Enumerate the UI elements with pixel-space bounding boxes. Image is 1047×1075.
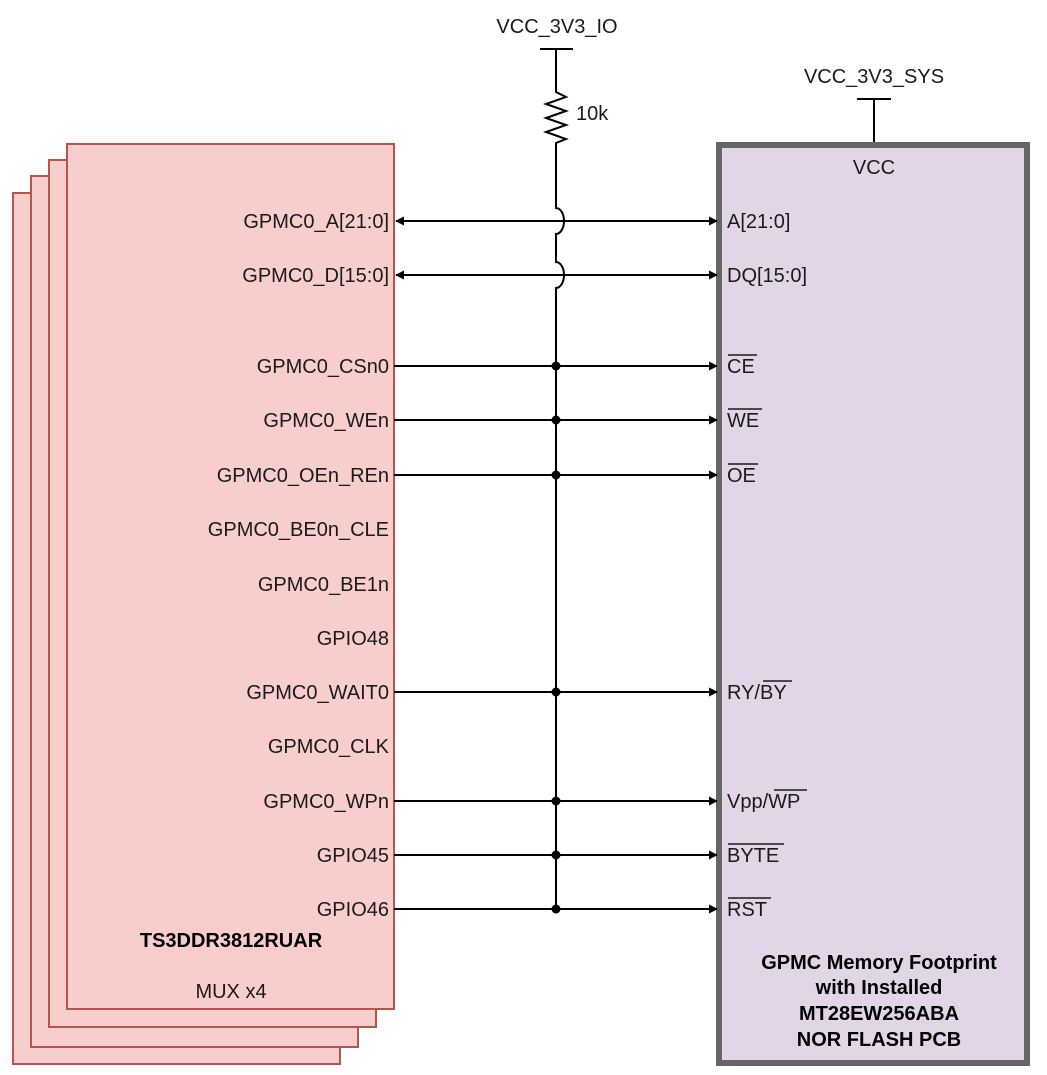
vcc-io-label: VCC_3V3_IO [496,16,617,38]
mux-count-label: MUX x4 [195,981,266,1003]
memory-title-line: with Installed [815,977,943,999]
memory-pin-label: BYTE [727,845,779,867]
mux-signal-label: GPMC0_OEn_REn [217,465,389,487]
memory-title-line: NOR FLASH PCB [797,1029,961,1051]
mux-signal-label: GPMC0_A[21:0] [243,211,389,233]
pullup-bus [555,148,565,909]
mux-signal-label: GPIO48 [317,628,389,650]
memory-pin-label: RST [727,899,767,921]
mux-signal-label: GPMC0_WPn [263,791,389,813]
pullup-resistor [542,88,570,148]
memory-title-line: GPMC Memory Footprint [761,952,997,974]
mux-part-number: TS3DDR3812RUAR [140,930,323,952]
vcc-io-supply [540,48,573,88]
mux-signal-label: GPMC0_CSn0 [257,356,389,378]
mux-signal-label: GPIO45 [317,845,389,867]
resistor-value-label: 10k [576,103,609,125]
mux-signal-label: GPMC0_WEn [263,410,389,432]
junction-dot [551,904,561,914]
memory-vcc-pin-label: VCC [853,157,895,179]
mux-signal-label: GPMC0_CLK [268,736,390,758]
mux-signal-label: GPMC0_D[15:0] [242,265,389,287]
memory-box [716,142,1030,1066]
memory-pin-label: OE [727,465,756,487]
vcc-sys-supply [857,98,891,142]
junction-dot [551,687,561,697]
vcc-sys-label: VCC_3V3_SYS [804,66,944,88]
active-low-overbars [728,354,807,899]
junction-dot [551,361,561,371]
mux-signal-label: GPMC0_BE1n [258,574,389,596]
mux-signal-label: GPMC0_WAIT0 [246,682,389,704]
mux-stack [12,143,395,1065]
junction-dot [551,415,561,425]
memory-pin-label: WE [727,410,759,432]
memory-pin-label: DQ[15:0] [727,265,807,287]
mux-signal-label: GPIO46 [317,899,389,921]
mux-signal-labels: GPMC0_A[21:0] GPMC0_D[15:0] GPMC0_CSn0 G… [208,211,390,921]
junction-dot [551,850,561,860]
memory-pin-label: RY/BY [727,682,787,704]
junction-dots [551,361,561,914]
junction-dot [551,470,561,480]
memory-pin-label: Vpp/WP [727,791,800,813]
mux-box [66,143,395,1010]
junction-dot [551,796,561,806]
memory-pin-label: CE [727,356,755,378]
mux-signal-label: GPMC0_BE0n_CLE [208,519,389,541]
memory-pin-labels: VCC A[21:0] DQ[15:0] CE WE OE RY/BY Vpp/… [727,157,895,921]
memory-title: GPMC Memory Footprint with Installed MT2… [761,952,997,1051]
memory-title-line: MT28EW256ABA [799,1003,959,1025]
memory-pin-label: A[21:0] [727,211,790,233]
